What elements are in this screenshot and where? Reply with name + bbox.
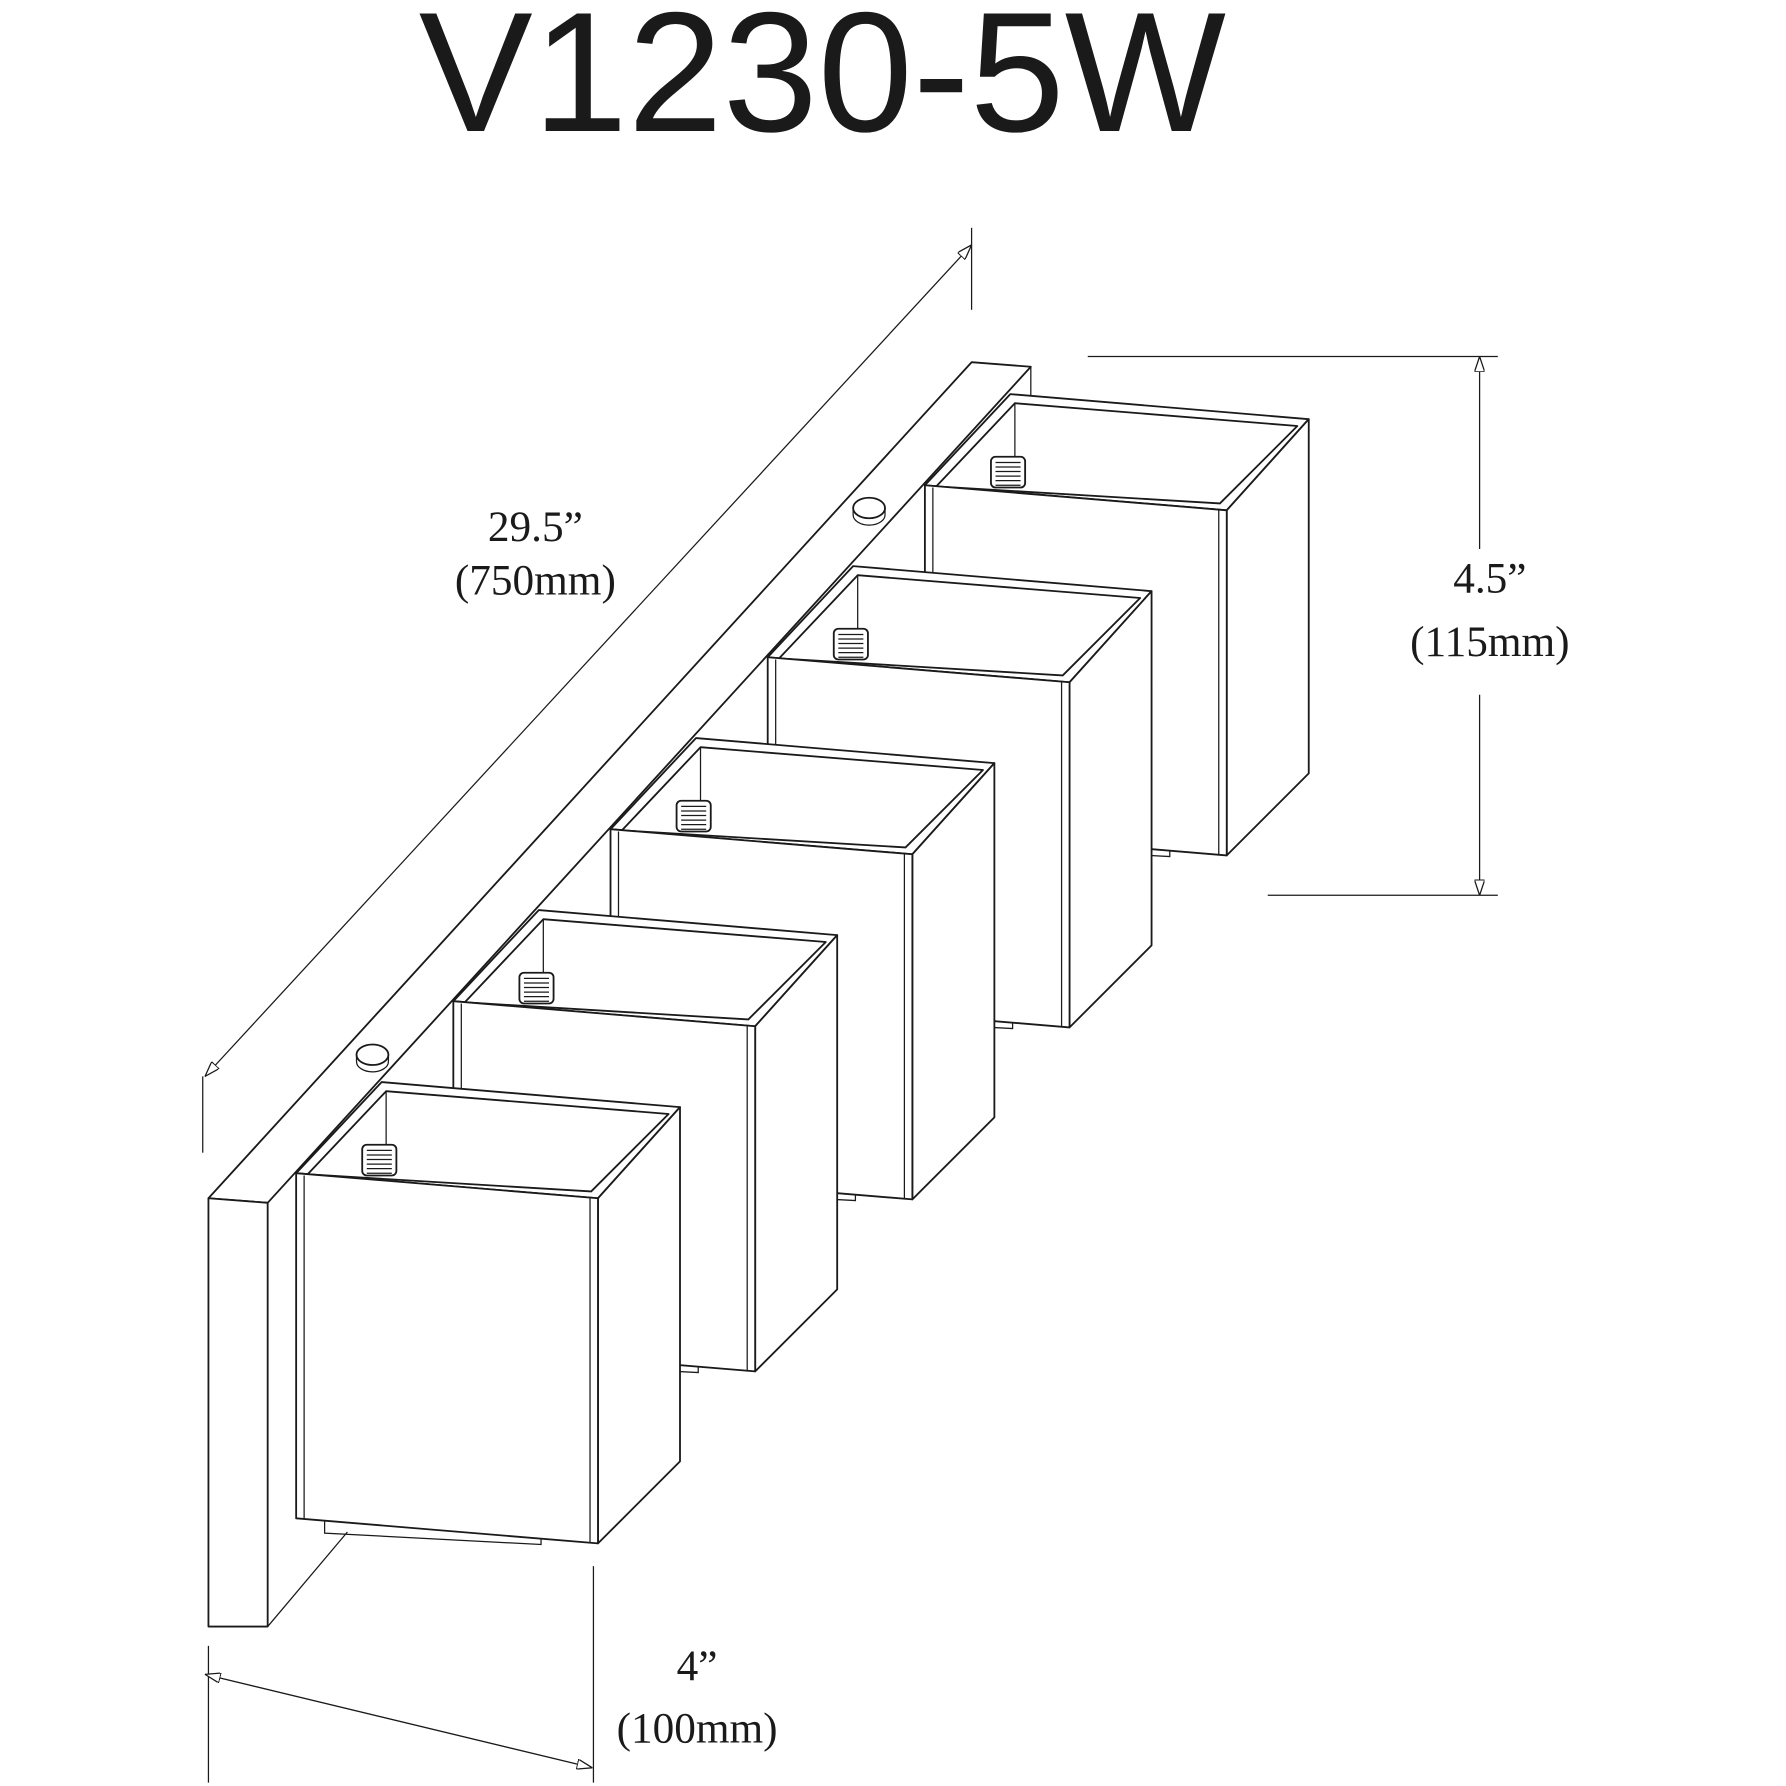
height-metric: (115mm) <box>1410 618 1569 666</box>
depth-metric: (100mm) <box>617 1705 778 1753</box>
model-title: V1230-5W <box>419 0 1226 168</box>
depth-dimension: 4” (100mm) <box>205 1566 778 1783</box>
adjustment-knob <box>361 1143 398 1177</box>
depth-imperial: 4” <box>677 1642 718 1690</box>
shade-1 <box>295 1081 681 1546</box>
depth-arrow <box>205 1674 592 1767</box>
adjustment-knob <box>518 971 555 1005</box>
adjustment-knob <box>675 799 712 833</box>
height-imperial: 4.5” <box>1453 554 1526 602</box>
length-dimension: 29.5” (750mm) <box>202 227 972 1153</box>
length-arrow <box>205 245 972 1076</box>
adjustment-knob <box>990 455 1027 489</box>
adjustment-knob <box>832 627 869 661</box>
length-imperial: 29.5” <box>488 503 583 551</box>
height-dimension: 4.5” (115mm) <box>1087 355 1570 896</box>
length-metric: (750mm) <box>455 557 616 605</box>
